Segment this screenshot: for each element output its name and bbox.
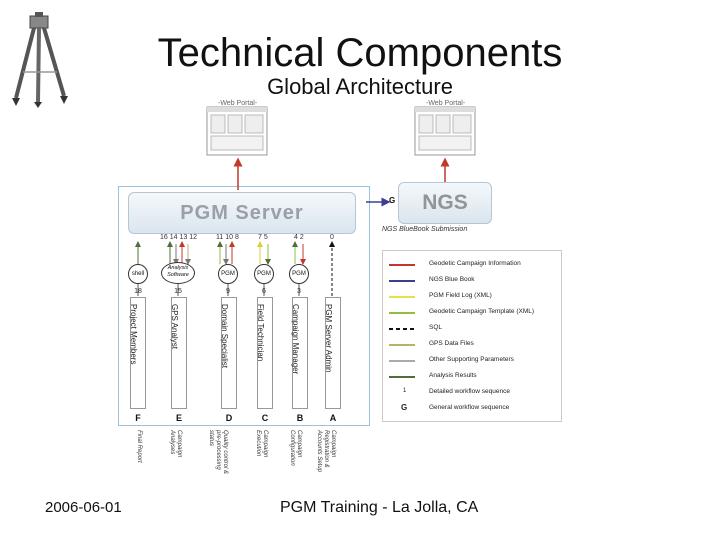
legend-item: Other Supporting Parameters xyxy=(389,355,557,367)
legend-swatch xyxy=(389,280,415,282)
legend-item: Geodetic Campaign Template (XML) xyxy=(389,307,557,319)
seq-numbers-3: 7 5 xyxy=(258,234,268,241)
actor-analysis-software: Analysis Software xyxy=(161,262,195,284)
legend-symbol: G xyxy=(401,403,408,412)
phase-letter-c: C xyxy=(261,413,269,423)
phase-letter-e: E xyxy=(175,413,182,423)
seq-numbers-1: 16 14 13 12 xyxy=(160,234,197,241)
phase-desc-c: Campaign Execution xyxy=(255,430,268,458)
legend-swatch xyxy=(389,376,415,378)
phase-letter-d: D xyxy=(225,413,233,423)
legend-swatch xyxy=(389,360,415,362)
actor-pgm-d: PGM xyxy=(218,264,238,284)
phase-letter-f: F xyxy=(135,413,141,423)
legend-swatch-dashed xyxy=(389,328,415,330)
seq-numbers-4: 4 2 xyxy=(294,234,304,241)
legend-swatch xyxy=(389,312,415,314)
seq-numbers-2: 11 10 8 xyxy=(216,234,239,241)
legend-item: PGM Field Log (XML) xyxy=(389,291,557,303)
legend-swatch xyxy=(389,264,415,266)
legend-item: NGS Blue Book xyxy=(389,275,557,287)
phase-letter-a: A xyxy=(329,413,337,423)
phase-desc-d: Quality control & pre-processing status xyxy=(208,430,228,475)
web-portal-2 xyxy=(414,106,476,156)
legend: Geodetic Campaign Information NGS Blue B… xyxy=(382,250,562,422)
web-portal-1 xyxy=(206,106,268,156)
ngs-g-label: G xyxy=(389,196,396,205)
legend-item: Analysis Results xyxy=(389,371,557,383)
legend-swatch xyxy=(389,344,415,346)
role-project-members: Project Members xyxy=(129,297,146,409)
pgm-server-box: PGM Server xyxy=(128,192,356,234)
page-title: Technical Components xyxy=(157,31,563,75)
actor-pgm-c: PGM xyxy=(254,264,274,284)
legend-swatch xyxy=(389,296,415,298)
phase-desc-a: Campaign Registration & Accounts Setup xyxy=(316,430,336,473)
actor-pgm-b: PGM xyxy=(289,264,309,284)
role-gps-analyst: GPS Analyst xyxy=(170,297,187,409)
role-domain-specialist: Domain Specialist xyxy=(220,297,237,409)
seq-number-18: 18 xyxy=(134,288,142,295)
legend-item: Geodetic Campaign Information xyxy=(389,259,557,271)
web-portal-label-2: -Web Portal- xyxy=(426,100,466,107)
role-pgm-server-admin: PGM Server Admin xyxy=(324,297,341,409)
ngs-bluebook-caption: NGS BlueBook Submission xyxy=(382,226,468,233)
footer-date: 2006-06-01 xyxy=(45,499,122,516)
phase-desc-b: Campaign Configuration xyxy=(289,430,302,466)
web-portal-label-1: -Web Portal- xyxy=(218,100,258,107)
phase-desc-e: Campaign Analyses xyxy=(169,430,182,458)
page-subtitle: Global Architecture xyxy=(267,74,453,99)
role-campaign-manager: Campaign Manager xyxy=(291,297,308,409)
seq-number-6: 6 xyxy=(262,288,266,295)
seq-number-3: 3 xyxy=(297,288,301,295)
seq-number-9: 9 xyxy=(226,288,230,295)
legend-item: GPS Data Files xyxy=(389,339,557,351)
ngs-box: NGS xyxy=(398,182,492,224)
phase-letter-b: B xyxy=(296,413,304,423)
footer-title: PGM Training - La Jolla, CA xyxy=(280,499,479,516)
phase-desc-f: Final Report xyxy=(136,430,142,463)
legend-item: SQL xyxy=(389,323,557,335)
tripod-logo xyxy=(12,12,68,108)
seq-number-15: 15 xyxy=(174,288,182,295)
actor-shell: shell xyxy=(128,264,148,284)
role-field-technician: Field Technician xyxy=(256,297,273,409)
legend-symbol: 1 xyxy=(403,388,407,394)
seq-numbers-5: 0 xyxy=(330,234,334,241)
